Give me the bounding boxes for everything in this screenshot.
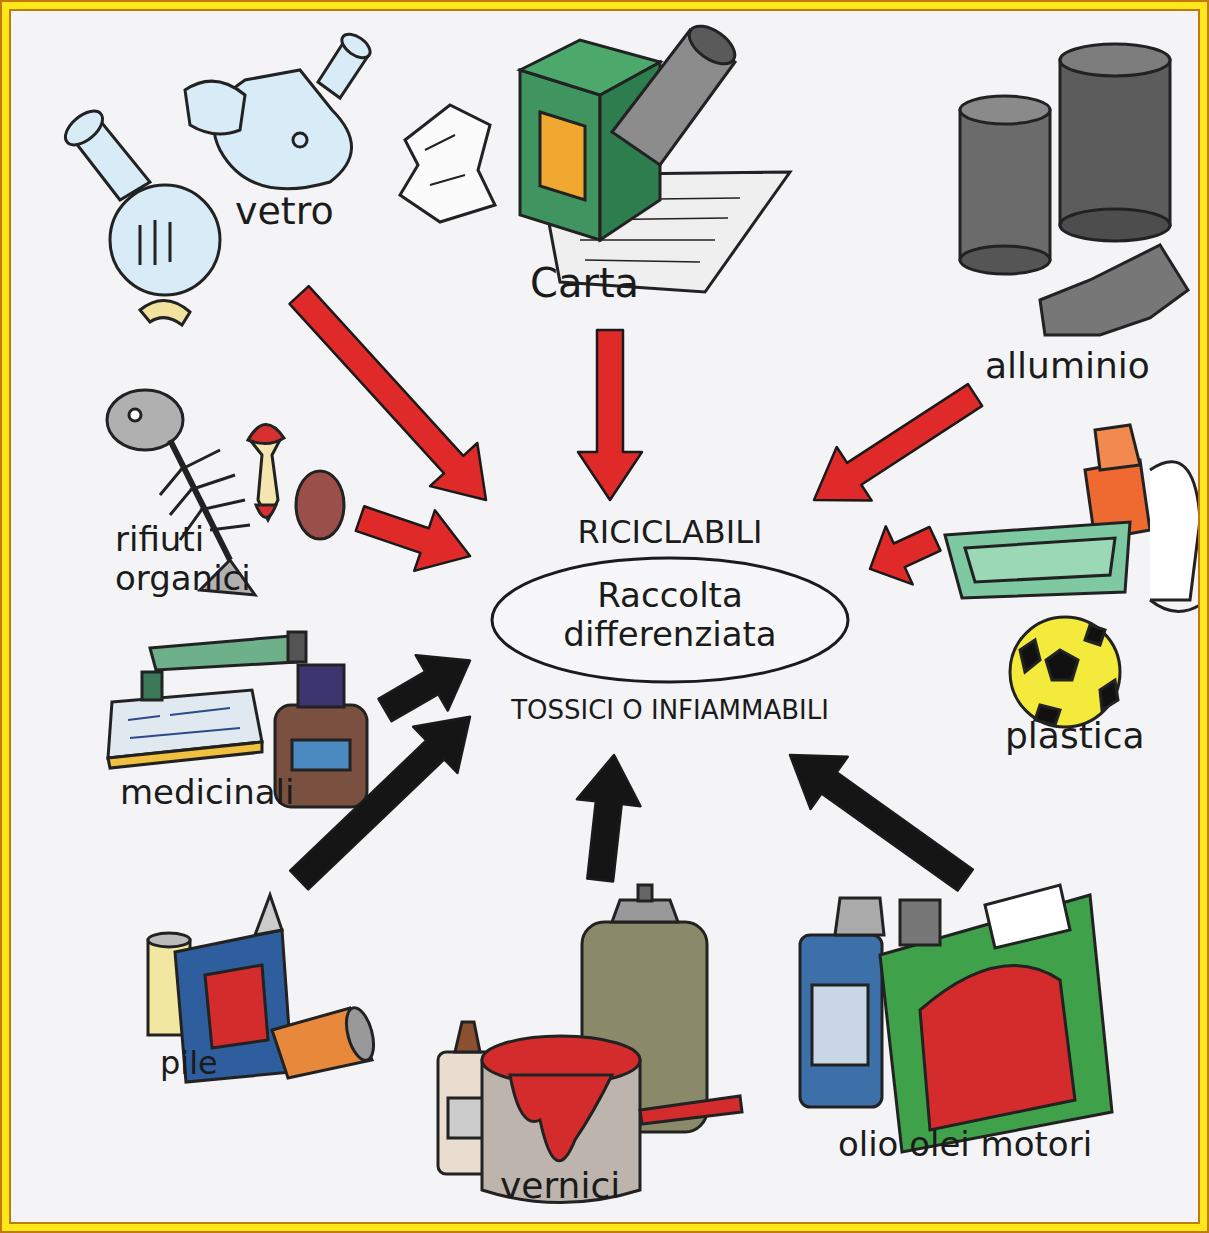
paint-drawing	[455, 1022, 480, 1052]
block-arrow	[814, 384, 982, 501]
node-label: rifiuti organici	[115, 520, 305, 598]
paper-group: Carta	[390, 10, 780, 330]
paper-drawing	[425, 135, 465, 185]
plastic-drawing	[1010, 617, 1120, 727]
glass-group: vetro	[45, 30, 375, 295]
paper-drawing	[400, 19, 790, 292]
aluminium-drawing	[1060, 209, 1170, 241]
battery-drawing	[205, 965, 268, 1048]
glass-drawing	[338, 29, 375, 62]
battery-drawing	[148, 895, 379, 1082]
node-label: pile	[160, 1045, 260, 1082]
aluminium-drawing	[1060, 44, 1170, 76]
organic-waste-drawing	[140, 300, 190, 325]
paper-drawing	[540, 112, 585, 200]
organic-waste-drawing	[248, 424, 284, 443]
oil-drawing	[985, 885, 1070, 948]
ellipse-outline	[492, 558, 848, 682]
medicine-drawing	[288, 632, 306, 662]
block-arrow	[290, 717, 470, 890]
block-arrow	[577, 755, 641, 881]
oil-drawing	[835, 898, 884, 935]
aluminium-drawing	[960, 246, 1050, 274]
oil-drawing	[800, 935, 882, 1107]
block-arrow	[290, 286, 487, 500]
medicine-drawing	[292, 740, 350, 770]
medicine-drawing	[298, 665, 344, 707]
oil-group: olio olei motori	[785, 880, 1125, 1225]
plastic-drawing	[1046, 650, 1078, 680]
block-arrow	[356, 506, 470, 571]
node-label: medicinali	[120, 773, 380, 812]
battery-drawing	[255, 895, 282, 935]
plastic-drawing	[1150, 462, 1200, 600]
paper-drawing	[520, 70, 600, 240]
aluminium-group: alluminio	[940, 40, 1200, 395]
glass-drawing	[59, 29, 374, 295]
block-arrow	[578, 330, 642, 500]
organic-waste-drawing	[256, 505, 276, 518]
paint-drawing	[640, 1096, 742, 1124]
node-label: alluminio	[985, 345, 1195, 386]
oil-drawing	[900, 900, 940, 945]
node-label: plastica	[1005, 715, 1195, 756]
glass-drawing	[140, 220, 170, 265]
plastic-drawing	[965, 538, 1115, 582]
glass-drawing	[293, 133, 307, 147]
paint-group: vernici	[420, 880, 760, 1220]
paint-drawing	[612, 900, 678, 922]
node-label: RICICLABILI	[470, 514, 870, 551]
node-label: Carta	[530, 260, 680, 306]
paint-drawing	[510, 1075, 612, 1161]
oil-drawing	[812, 985, 868, 1065]
frame-border	[4, 4, 1205, 1229]
medicine-group: medicinali	[100, 625, 385, 825]
plastic-drawing	[945, 522, 1130, 598]
oil-drawing	[920, 965, 1075, 1130]
node-label: vernici	[500, 1165, 700, 1206]
glass-drawing	[110, 185, 220, 295]
aluminium-drawing	[960, 96, 1050, 124]
medicine-drawing	[142, 672, 162, 700]
aluminium-drawing	[960, 44, 1188, 335]
central-ellipse: RICICLABILI Raccolta differenziataTOSSICI…	[470, 500, 870, 755]
plastic-drawing	[945, 425, 1200, 727]
paint-drawing	[438, 885, 742, 1203]
plastic-group: plastica	[935, 430, 1200, 770]
block-arrow	[870, 526, 941, 584]
oil-drawing	[800, 885, 1112, 1152]
glass-drawing	[59, 105, 108, 152]
aluminium-drawing	[1040, 245, 1188, 335]
paper-drawing	[400, 105, 495, 222]
medicine-drawing	[108, 742, 262, 768]
glass-drawing	[185, 81, 245, 134]
block-arrow	[379, 655, 471, 721]
battery-drawing	[148, 933, 190, 947]
medicine-drawing	[128, 708, 240, 738]
frame-line	[10, 10, 1199, 1223]
node-label: olio olei motori	[815, 1125, 1115, 1164]
paper-drawing	[683, 19, 742, 72]
paint-drawing	[638, 885, 652, 901]
aluminium-drawing	[1060, 60, 1170, 225]
organic-waste-drawing	[296, 471, 344, 539]
aluminium-drawing	[960, 110, 1050, 260]
battery-group: pile	[125, 880, 385, 1160]
node-label: TOSSICI O INFIAMMABILI	[470, 696, 870, 726]
medicine-drawing	[150, 636, 296, 670]
organic-waste-drawing	[129, 409, 141, 421]
plastic-drawing	[1020, 625, 1118, 725]
organic-group: rifiuti organici	[90, 285, 360, 605]
node-label: vetro	[235, 190, 365, 234]
battery-drawing	[341, 1005, 378, 1063]
plastic-drawing	[1150, 600, 1200, 611]
plastic-drawing	[1095, 425, 1140, 470]
paper-drawing	[520, 40, 660, 95]
node-label: Raccolta differenziata	[530, 576, 810, 654]
block-arrow	[790, 755, 973, 891]
